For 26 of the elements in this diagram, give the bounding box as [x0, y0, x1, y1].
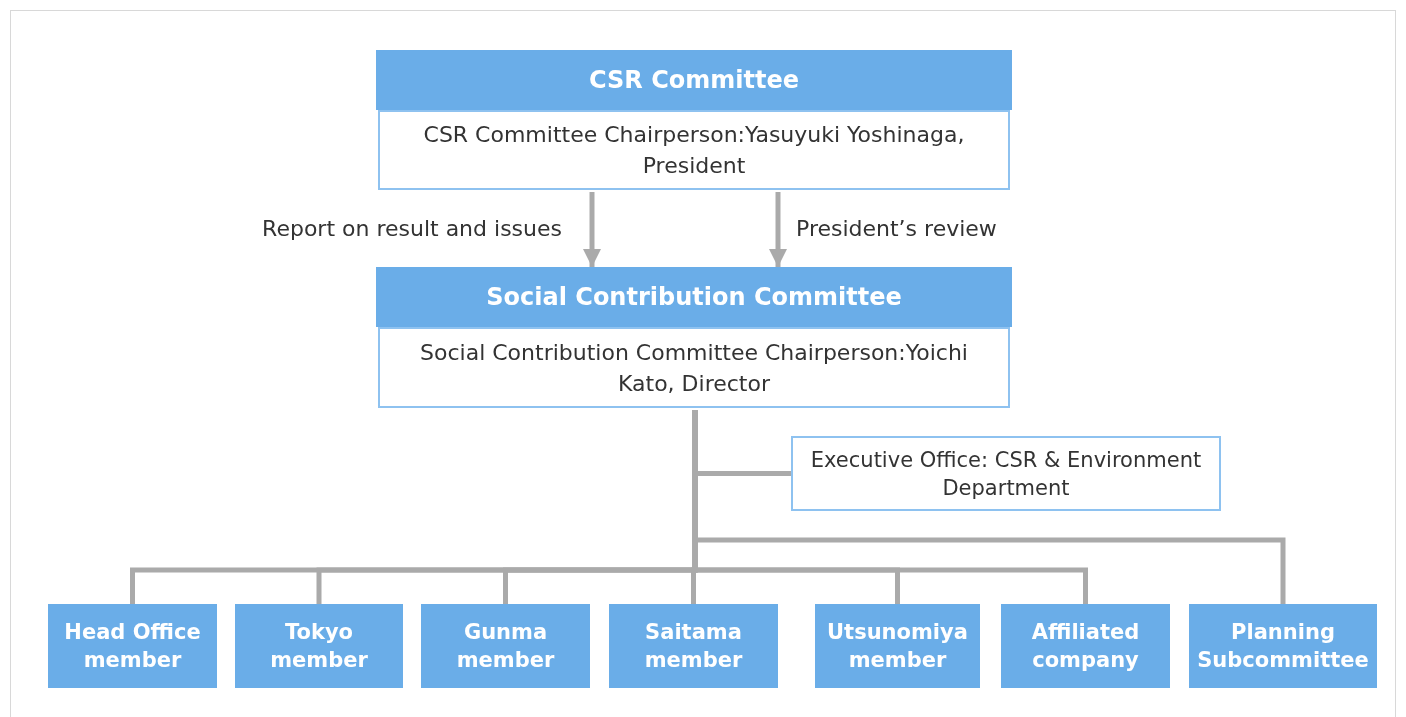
member-box — [235, 604, 403, 688]
committee-box — [376, 50, 1012, 192]
member-box — [815, 604, 980, 688]
member-box — [421, 604, 590, 688]
arrow — [769, 192, 787, 267]
member-box — [48, 604, 217, 688]
arrow — [583, 192, 601, 267]
committee-heading: Social Contribution Committee — [376, 267, 1012, 327]
node-label: Utsunomiya member — [826, 619, 969, 674]
node-label: Head Office member — [63, 619, 202, 674]
office-box — [791, 436, 1221, 511]
node-label: Planning Subcommittee — [1196, 619, 1370, 674]
member-box — [609, 604, 778, 688]
node-label: Affiliated company — [1030, 619, 1141, 674]
committee-box — [376, 267, 1012, 410]
edge-label: President’s review — [796, 215, 997, 241]
member-box — [1189, 604, 1377, 688]
node-label: Saitama member — [643, 619, 744, 674]
node-label: Gunma member — [455, 619, 556, 674]
member-box — [1001, 604, 1170, 688]
committee-heading: CSR Committee — [376, 50, 1012, 110]
committee-description-text: CSR Committee Chairperson:Yasuyuki Yoshinaga, President — [422, 121, 966, 180]
committee-description-text: Social Contribution Committee Chairperson:Yoichi Kato, Director — [419, 338, 969, 398]
node-label: Tokyo member — [269, 619, 369, 674]
node-label: Executive Office: CSR & Environment Department — [809, 446, 1203, 502]
edge-label: Report on result and issues — [262, 215, 562, 241]
